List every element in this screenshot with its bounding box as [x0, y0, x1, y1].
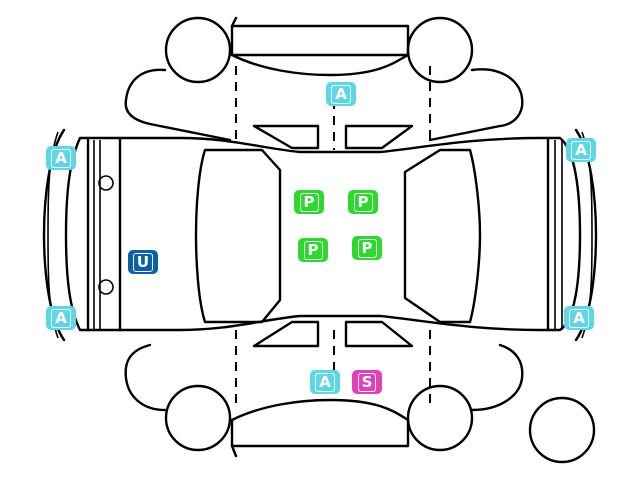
- front-right-tire: [164, 384, 232, 452]
- spare-tire: [528, 396, 596, 464]
- front-left-tire: [164, 16, 232, 84]
- marker-right-side-s: S: [352, 370, 382, 394]
- rear-window: [403, 148, 482, 324]
- marker-roof-p-4: P: [352, 236, 382, 260]
- marker-roof-p-1: P: [294, 190, 324, 214]
- marker-front-left-a: A: [46, 146, 76, 170]
- marker-roof-p-2: P: [348, 190, 378, 214]
- windshield: [194, 148, 282, 324]
- marker-rear-right-a: A: [564, 306, 594, 330]
- rear-right-tire: [406, 384, 474, 452]
- rear-left-tire: [406, 16, 474, 84]
- top-side-panel: [230, 24, 410, 57]
- car-top-body: [64, 136, 582, 332]
- left-front-window: [252, 124, 320, 150]
- marker-roof-p-3: P: [298, 238, 328, 262]
- right-side-body: [124, 343, 524, 422]
- right-rear-window: [344, 320, 414, 348]
- left-rear-window: [344, 124, 414, 150]
- marker-right-side-a: A: [310, 370, 340, 394]
- left-side-body: [124, 53, 524, 142]
- bottom-side-panel: [230, 418, 410, 448]
- marker-rear-left-a: A: [566, 138, 596, 162]
- marker-front-right-a: A: [46, 306, 76, 330]
- right-front-window: [252, 320, 320, 348]
- marker-front-u: U: [128, 250, 158, 274]
- marker-roof-left-a: A: [326, 82, 356, 106]
